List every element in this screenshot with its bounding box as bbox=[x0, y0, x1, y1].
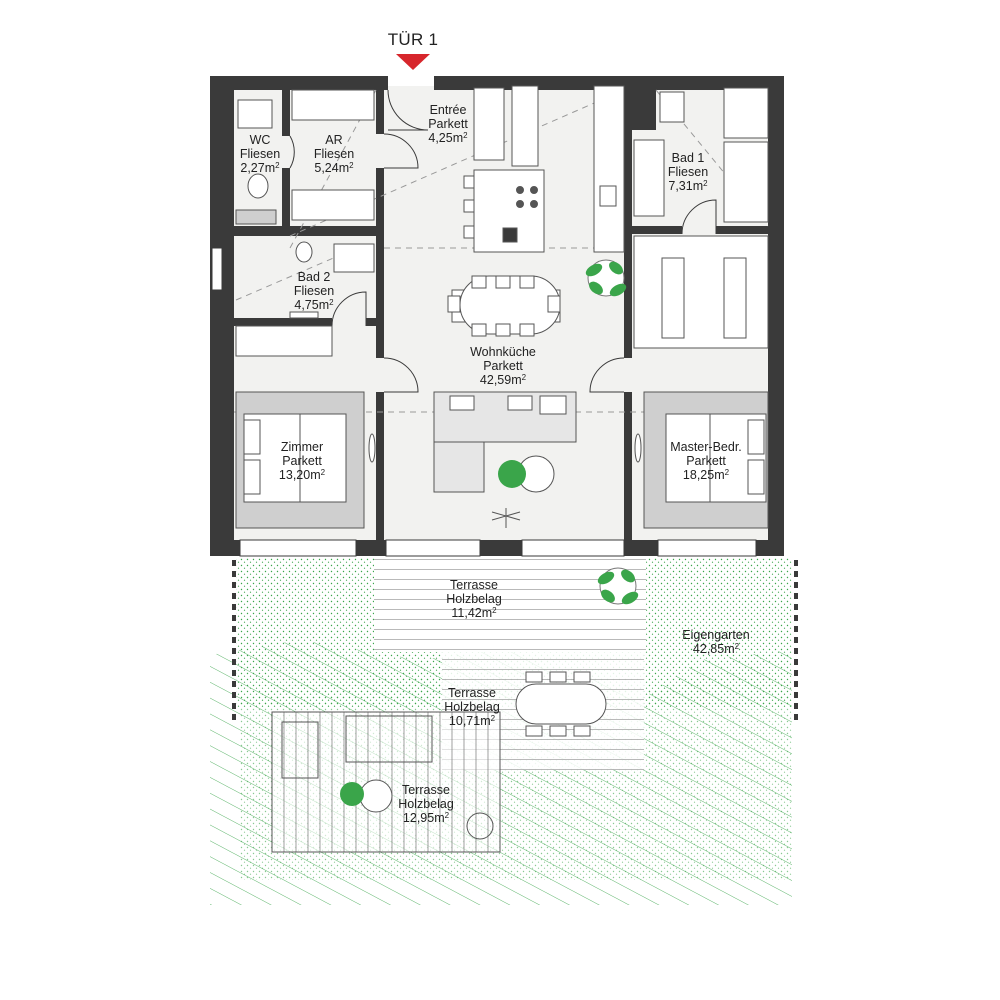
room-material: Fliesen bbox=[293, 284, 335, 298]
bad1-fixtures bbox=[633, 87, 769, 223]
room-area: 42,59 bbox=[479, 373, 512, 387]
room-material: Parkett bbox=[428, 117, 468, 131]
room-unit: m bbox=[318, 298, 330, 312]
room-material: Fliesen bbox=[239, 147, 281, 161]
room-unit-exp: 2 bbox=[275, 161, 280, 170]
entrance-arrow-icon bbox=[396, 54, 430, 70]
room-area: 10,71 bbox=[448, 714, 481, 728]
room-area: 12,95 bbox=[402, 811, 435, 825]
room-name: Entrée bbox=[429, 103, 467, 117]
room-unit-exp: 2 bbox=[444, 811, 450, 820]
windows bbox=[211, 247, 757, 557]
room-name: Bad 2 bbox=[297, 270, 331, 284]
room-area: 5,24 bbox=[314, 161, 339, 175]
room-area: 18,25 bbox=[682, 468, 715, 482]
room-unit-exp: 2 bbox=[492, 606, 497, 615]
room-unit-exp: 2 bbox=[463, 131, 468, 140]
room-material: Parkett bbox=[282, 454, 322, 468]
room-unit: m bbox=[264, 161, 276, 175]
wc-fixtures bbox=[235, 99, 277, 225]
doors bbox=[289, 89, 717, 393]
room-area: 4,25 bbox=[428, 131, 453, 145]
room-unit: m bbox=[452, 131, 464, 145]
room-label-wc: WC Fliesen 2,27m2 bbox=[240, 133, 280, 175]
room-material: Holzbelag bbox=[398, 797, 454, 811]
room-unit-exp: 2 bbox=[521, 373, 527, 382]
room-unit-exp: 2 bbox=[724, 468, 730, 477]
room-label-eigengarten: Eigengarten 42,85m2 bbox=[682, 628, 749, 656]
room-unit-exp: 2 bbox=[320, 468, 326, 477]
room-unit-exp: 2 bbox=[349, 161, 354, 170]
room-area: 11,42 bbox=[451, 606, 482, 620]
terrace-3 bbox=[271, 711, 501, 853]
room-label-entree: Entrée Parkett 4,25m2 bbox=[428, 103, 468, 145]
room-name: Master-Bedr. bbox=[670, 440, 742, 454]
master-wardrobe bbox=[633, 235, 769, 349]
kitchen bbox=[463, 85, 625, 253]
room-label-terrasse-1: Terrasse Holzbelag 11,42m2 bbox=[446, 578, 502, 620]
room-unit: m bbox=[338, 161, 350, 175]
room-unit: m bbox=[511, 373, 522, 387]
room-name: WC bbox=[249, 133, 271, 147]
room-name: Wohnküche bbox=[470, 345, 536, 359]
room-material: Holzbelag bbox=[444, 700, 500, 714]
room-unit-exp: 2 bbox=[490, 714, 496, 723]
room-area: 4,75 bbox=[294, 298, 319, 312]
room-unit: m bbox=[724, 642, 735, 656]
room-unit-exp: 2 bbox=[734, 642, 740, 651]
bad2-fixtures bbox=[289, 241, 375, 319]
sofa bbox=[433, 391, 577, 528]
terrace-table bbox=[515, 671, 607, 737]
room-material: Holzbelag bbox=[446, 592, 502, 606]
room-label-terrasse-2: Terrasse Holzbelag 10,71m2 bbox=[444, 686, 500, 728]
room-label-terrasse-3: Terrasse Holzbelag 12,95m2 bbox=[398, 783, 454, 825]
entree-wardrobe bbox=[473, 87, 505, 161]
room-unit: m bbox=[714, 468, 725, 482]
room-unit-exp: 2 bbox=[329, 298, 334, 307]
room-material: Fliesen bbox=[667, 165, 709, 179]
terrace-1 bbox=[374, 556, 646, 652]
room-unit: m bbox=[310, 468, 321, 482]
room-area: 7,31 bbox=[668, 179, 693, 193]
room-name: Eigengarten bbox=[682, 628, 750, 642]
room-unit: m bbox=[481, 606, 493, 620]
room-label-master: Master-Bedr. Parkett 18,25m2 bbox=[670, 440, 742, 482]
room-name: AR bbox=[325, 133, 343, 147]
room-name: Bad 1 bbox=[671, 151, 705, 165]
room-name: Zimmer bbox=[280, 440, 324, 454]
interior-walls bbox=[234, 90, 768, 540]
room-area: 42,85 bbox=[692, 642, 725, 656]
room-name: Terrasse bbox=[402, 783, 450, 797]
room-unit: m bbox=[692, 179, 704, 193]
room-label-ar: AR Fliesen 5,24m2 bbox=[314, 133, 354, 175]
room-area: 13,20 bbox=[278, 468, 311, 482]
room-material: Parkett bbox=[483, 359, 523, 373]
room-material: Parkett bbox=[686, 454, 726, 468]
dining-table bbox=[447, 275, 561, 337]
outer-walls bbox=[210, 76, 784, 556]
zimmer-furniture bbox=[235, 325, 376, 529]
master-furniture bbox=[634, 391, 769, 529]
room-material: Fliesen bbox=[313, 147, 355, 161]
room-unit: m bbox=[434, 811, 445, 825]
room-unit: m bbox=[480, 714, 491, 728]
room-unit-exp: 2 bbox=[703, 179, 708, 188]
plant-terrace bbox=[597, 567, 639, 605]
room-name: Terrasse bbox=[448, 686, 496, 700]
ar-storage bbox=[291, 89, 375, 221]
room-area: 2,27 bbox=[240, 161, 265, 175]
room-label-wohnkueche: Wohnküche Parkett 42,59m2 bbox=[470, 345, 536, 387]
room-label-bad1: Bad 1 Fliesen 7,31m2 bbox=[668, 151, 708, 193]
room-name: Terrasse bbox=[450, 578, 498, 592]
room-label-bad2: Bad 2 Fliesen 4,75m2 bbox=[294, 270, 334, 312]
entrance-label: TÜR 1 bbox=[387, 30, 439, 49]
plant-living bbox=[585, 259, 627, 297]
room-label-zimmer: Zimmer Parkett 13,20m2 bbox=[279, 440, 325, 482]
